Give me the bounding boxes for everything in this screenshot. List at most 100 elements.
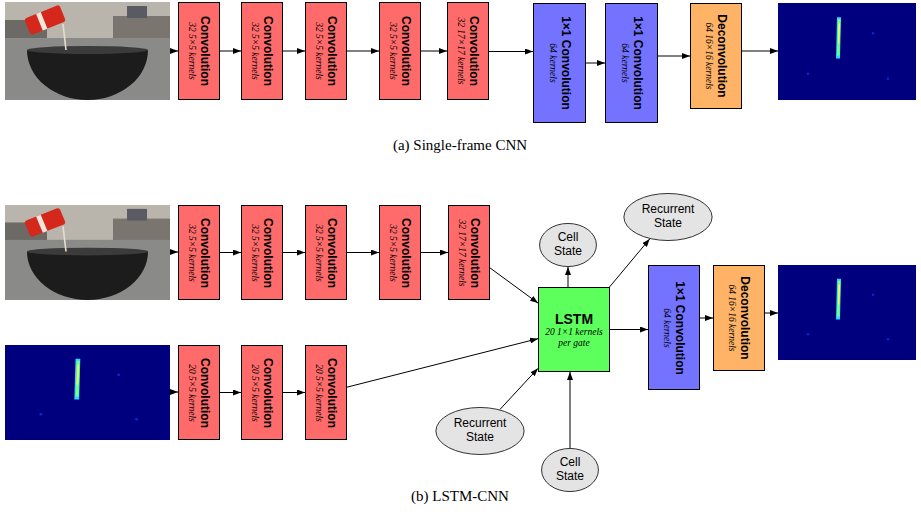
layer-name: 1×1 Convolution	[673, 281, 687, 375]
output-heatmap	[778, 3, 916, 100]
text-holder: Convolution32 5×5 kernels	[250, 218, 275, 288]
layer-detail: 32 5×5 kernels	[250, 16, 261, 86]
conv-layer-box: Convolution20 5×5 kernels	[178, 345, 220, 440]
connector-arrow	[283, 392, 305, 393]
text-holder: LSTM20 1×1 kernels per gate	[545, 311, 603, 349]
layer-detail: 64 kernels	[662, 281, 673, 375]
layer-name: Convolution	[325, 218, 339, 288]
conv1x1-box: 1×1 Convolution64 kernels	[533, 3, 586, 123]
layer-detail: 32 5×5 kernels	[187, 218, 198, 288]
state-ellipse-shape	[542, 448, 599, 491]
layer-name: 1×1 Convolution	[630, 16, 644, 110]
layer-detail: 64 kernels	[619, 16, 630, 110]
connector-arrow	[700, 318, 713, 319]
input-arrow	[170, 51, 178, 52]
connector-arrow	[220, 252, 241, 253]
conv1x1-box: 1×1 Convolution64 kernels	[605, 3, 658, 123]
connector-arrow	[347, 339, 538, 388]
connector-arrow	[220, 392, 241, 393]
lstm-box: LSTM20 1×1 kernels per gate	[538, 287, 610, 372]
layer-name: Convolution	[261, 218, 275, 288]
layer-detail: 32 5×5 kernels	[187, 16, 198, 86]
state-ellipse-shape	[436, 407, 524, 454]
layer-detail: 32 5×5 kernels	[388, 16, 399, 86]
connector-arrow	[490, 268, 538, 303]
layer-name: Convolution	[261, 358, 275, 428]
layer-name: LSTM	[545, 311, 603, 327]
layer-detail: 20 5×5 kernels	[187, 358, 198, 428]
layer-name: Convolution	[325, 358, 339, 428]
state-ellipse-shape	[624, 193, 712, 240]
connector-arrow	[500, 368, 538, 409]
text-holder: Recurrent State	[636, 203, 701, 231]
text-holder: Convolution32 5×5 kernels	[388, 218, 413, 288]
state-ellipse: Cell State	[541, 448, 599, 492]
layer-detail: 20 5×5 kernels	[314, 358, 325, 428]
layer-detail: 32 5×5 kernels	[314, 218, 325, 288]
subfigure-caption: (a) Single-frame CNN	[393, 137, 527, 154]
connector-arrow	[489, 51, 533, 52]
conv-layer-box: Convolution32 5×5 kernels	[305, 205, 347, 300]
text-holder: 1×1 Convolution64 kernels	[662, 281, 687, 375]
layer-name: Convolution	[198, 16, 212, 86]
text-holder: Convolution20 5×5 kernels	[250, 358, 275, 428]
text-holder: Convolution32 5×5 kernels	[314, 218, 339, 288]
conv-layer-box: Convolution32 5×5 kernels	[379, 205, 421, 300]
subfigure-caption: (b) LSTM-CNN	[411, 488, 509, 505]
input-photo	[5, 205, 170, 300]
text-holder: Convolution32 5×5 kernels	[314, 16, 339, 86]
layer-name: Convolution	[399, 218, 413, 288]
text-holder: Convolution32 5×5 kernels	[388, 16, 413, 86]
conv1x1-box: 1×1 Convolution64 kernels	[648, 265, 700, 390]
connector-arrow	[610, 329, 648, 330]
layer-detail: 32 5×5 kernels	[250, 218, 261, 288]
text-holder: Convolution32 17×17 kernels	[457, 218, 482, 288]
layer-name: Deconvolution	[715, 14, 729, 97]
layer-name: Cell State	[547, 231, 589, 259]
connector-arrow	[586, 63, 605, 64]
conv-layer-box: Convolution32 17×17 kernels	[448, 205, 490, 300]
layer-name: Convolution	[198, 358, 212, 428]
input-arrow	[170, 252, 178, 253]
connector-arrow	[283, 252, 305, 253]
deconv-layer-box: Deconvolution64 16×16 kernels	[713, 265, 765, 371]
conv-layer-box: Convolution32 5×5 kernels	[379, 2, 421, 100]
output-arrow	[765, 313, 778, 314]
connector-arrow	[421, 51, 447, 52]
text-holder: 1×1 Convolution64 kernels	[619, 16, 644, 110]
conv-layer-box: Convolution32 5×5 kernels	[241, 205, 283, 300]
text-holder: Convolution20 5×5 kernels	[187, 358, 212, 428]
text-holder: Convolution32 17×17 kernels	[456, 16, 481, 86]
connector-arrow	[570, 372, 571, 448]
state-ellipse: Recurrent State	[435, 407, 525, 455]
connector-arrow	[347, 252, 379, 253]
text-holder: Convolution20 5×5 kernels	[314, 358, 339, 428]
connector-arrow	[347, 51, 379, 52]
state-ellipse-shape	[540, 223, 597, 266]
conv-layer-box: Convolution32 5×5 kernels	[305, 2, 347, 100]
layer-detail: 32 17×17 kernels	[456, 16, 467, 86]
layer-detail: 20 1×1 kernels per gate	[545, 327, 603, 349]
layer-name: Convolution	[261, 16, 275, 86]
connector-arrow	[421, 252, 448, 253]
layer-name: Cell State	[549, 456, 591, 484]
conv-layer-box: Convolution32 5×5 kernels	[241, 2, 283, 100]
layer-name: Convolution	[467, 16, 481, 86]
input-photo	[5, 2, 170, 100]
output-heatmap	[778, 265, 916, 360]
text-holder: Cell State	[549, 456, 591, 484]
connector-arrow	[568, 267, 569, 287]
layer-name: Recurrent State	[636, 203, 701, 231]
layer-detail: 64 16×16 kernels	[704, 14, 715, 97]
text-holder: Convolution32 5×5 kernels	[187, 16, 212, 86]
connector-arrow	[610, 239, 650, 287]
connector-arrow	[283, 51, 305, 52]
conv-layer-box: Convolution32 17×17 kernels	[447, 2, 489, 100]
text-holder: 1×1 Convolution64 kernels	[547, 16, 572, 110]
text-holder: Convolution32 5×5 kernels	[250, 16, 275, 86]
layer-detail: 64 16×16 kernels	[727, 276, 738, 359]
layer-detail: 20 5×5 kernels	[250, 358, 261, 428]
layer-name: 1×1 Convolution	[558, 16, 572, 110]
conv-layer-box: Convolution32 5×5 kernels	[178, 2, 220, 100]
